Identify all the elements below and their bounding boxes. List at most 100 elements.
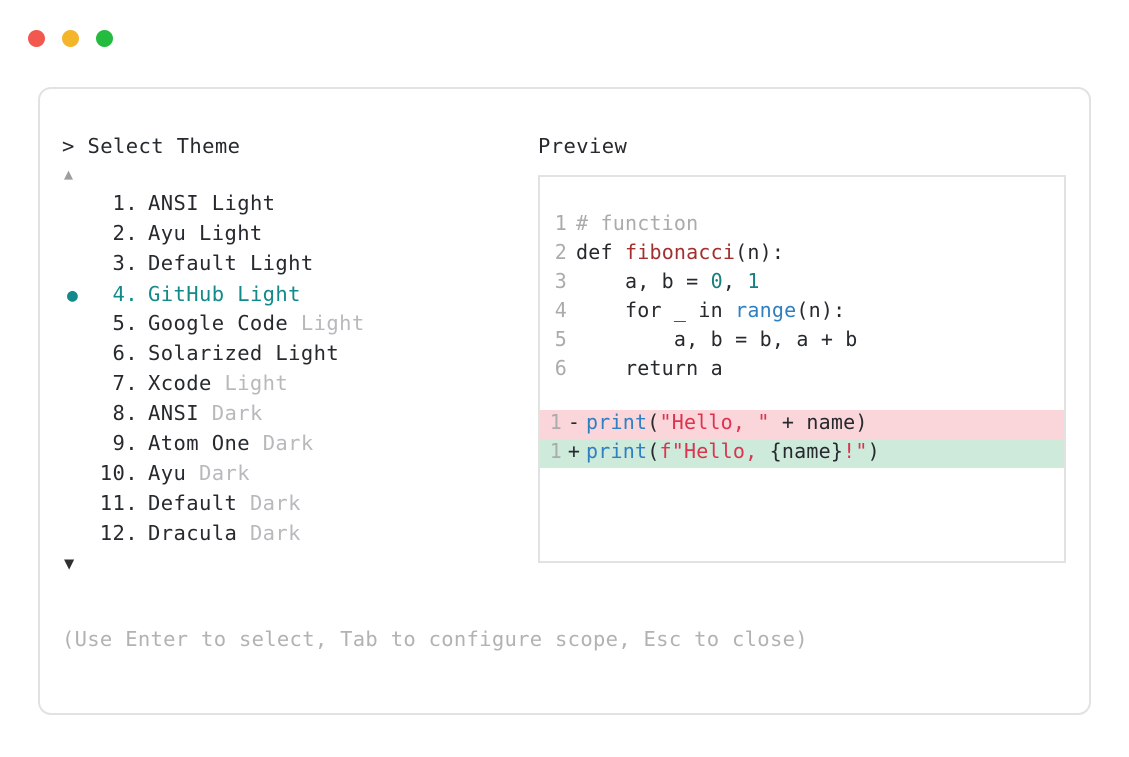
code-line-content: a, b = 0, 1 [576,269,760,293]
theme-item-index: 10. [99,461,138,485]
theme-item-name: ANSI [148,191,212,215]
diff-line-added: 1+print(f"Hello, {name}!") [540,439,1064,468]
diff-line-removed: 1-print("Hello, " + name) [540,410,1064,439]
theme-list-item[interactable]: 6.Solarized Light [62,341,522,371]
theme-item-index: 5. [112,311,138,335]
code-line-content: # function [576,211,698,235]
theme-item-variant: Light [237,282,301,306]
theme-item-index: 11. [99,491,138,515]
preview-panel: Preview 1 # function 2 def fibonacci(n): 3 a… [538,131,1066,563]
theme-item-index: 2. [112,221,138,245]
code-token: f"Hello, [659,439,770,463]
theme-list-item[interactable]: 1.ANSI Light [62,191,522,221]
code-token: def [576,240,625,264]
code-token: {name} [769,439,844,463]
theme-item-index: 7. [112,371,138,395]
theme-item-variant: Dark [262,431,314,455]
scroll-down-arrow-icon[interactable]: ▼ [64,554,75,574]
theme-item-variant: Dark [249,521,301,545]
diff-sample: 1-print("Hello, " + name)1+print(f"Hello… [540,410,1064,468]
code-line-content: return a [576,356,723,380]
theme-list-item[interactable]: 9.Atom One Dark [62,431,522,461]
code-line: 3 a, b = 0, 1 [554,269,1064,298]
theme-item-name: GitHub [148,282,238,306]
theme-list: 1. ANSI Light 2. Ayu Light 3. Default Light ● 4… [62,191,522,551]
code-line-content: a, b = b, a + b [576,327,858,351]
theme-list-item[interactable]: 11. Default Dark [62,491,522,521]
code-token: for _ in [576,298,736,322]
window-traffic-lights [28,30,113,47]
code-token: !" [843,439,868,463]
theme-item-index: 3. [112,251,138,275]
theme-item-index: 12. [99,521,138,545]
code-line: 4 for _ in range(n): [554,298,1064,327]
code-line: 2 def fibonacci(n): [554,240,1064,269]
theme-list-item[interactable]: 2. Ayu Light [62,221,522,251]
code-token: a, b = [576,269,711,293]
code-token: ( [647,439,660,463]
theme-list-item[interactable]: 3.Default Light [62,251,522,281]
theme-item-index: 8. [112,401,138,425]
theme-item-name: ANSI [148,401,212,425]
line-number: 5 [554,327,567,351]
theme-item-index: 4. [112,282,138,306]
line-number: 2 [554,240,567,264]
theme-item-name: Default [148,251,250,275]
diff-line-content: print("Hello, " + name) [586,410,868,434]
line-number: 6 [554,356,567,380]
theme-item-name: Dracula [148,521,250,545]
selected-bullet-icon: ● [67,285,79,306]
diff-line-content: print(f"Hello, {name}!") [586,439,880,463]
theme-list-item[interactable]: 5. Google Code Light [62,311,522,341]
code-line: 1 # function [554,211,1064,240]
code-token: range [735,298,797,322]
theme-list-item[interactable]: ● 4. GitHub Light [62,281,522,311]
theme-item-variant: Light [198,221,263,245]
theme-item-name: Default [148,491,250,515]
diff-line-number: 1 [549,439,562,463]
theme-item-variant: Dark [198,461,250,485]
code-line: 5 a, b = b, a + b [554,327,1064,356]
close-window-button[interactable] [28,30,45,47]
code-token: 0 [710,269,723,293]
code-sample: 1 # function 2 def fibonacci(n): 3 a, b = 0,… [540,211,1064,385]
theme-list-item[interactable]: 10. Ayu Dark [62,461,522,491]
code-token: + name) [769,410,868,434]
theme-list-item[interactable]: 8. ANSI Dark [62,401,522,431]
theme-item-variant: Dark [249,491,301,515]
theme-item-index: 1. [112,191,138,215]
line-number: 1 [554,211,567,235]
scroll-up-arrow-icon[interactable]: ▲ [64,165,74,183]
theme-list-item[interactable]: 12. Dracula Dark [62,521,522,551]
preview-title: Preview [538,134,628,158]
diff-line-number: 1 [549,410,562,434]
theme-item-name: Ayu [148,461,199,485]
diff-marker: - [567,410,581,434]
code-line: 6 return a [554,356,1064,385]
theme-item-name: Ayu [148,221,199,245]
code-token: (n): [735,240,785,264]
maximize-window-button[interactable] [96,30,113,47]
theme-item-name: Google Code [148,311,301,335]
code-token: 1 [747,269,760,293]
minimize-window-button[interactable] [62,30,79,47]
code-token: print [586,410,648,434]
code-token: , [722,269,748,293]
theme-list-item[interactable]: 7.Xcode Light [62,371,522,401]
code-token: "Hello, " [659,410,770,434]
code-token: (n): [796,298,846,322]
theme-item-variant: Light [275,341,340,365]
theme-item-variant: Light [300,311,365,335]
code-token: ( [647,410,660,434]
code-line-content: def fibonacci(n): [576,240,784,264]
preview-box: 1 # function 2 def fibonacci(n): 3 a, b = 0,… [538,175,1066,563]
code-token: a, b = b, a + b [576,327,858,351]
theme-item-variant: Light [224,371,289,395]
keyboard-hint-text: (Use Enter to select, Tab to configure s… [62,627,808,651]
code-line-content: for _ in range(n): [576,298,845,322]
line-number: 3 [554,269,567,293]
theme-item-variant: Dark [211,401,263,425]
